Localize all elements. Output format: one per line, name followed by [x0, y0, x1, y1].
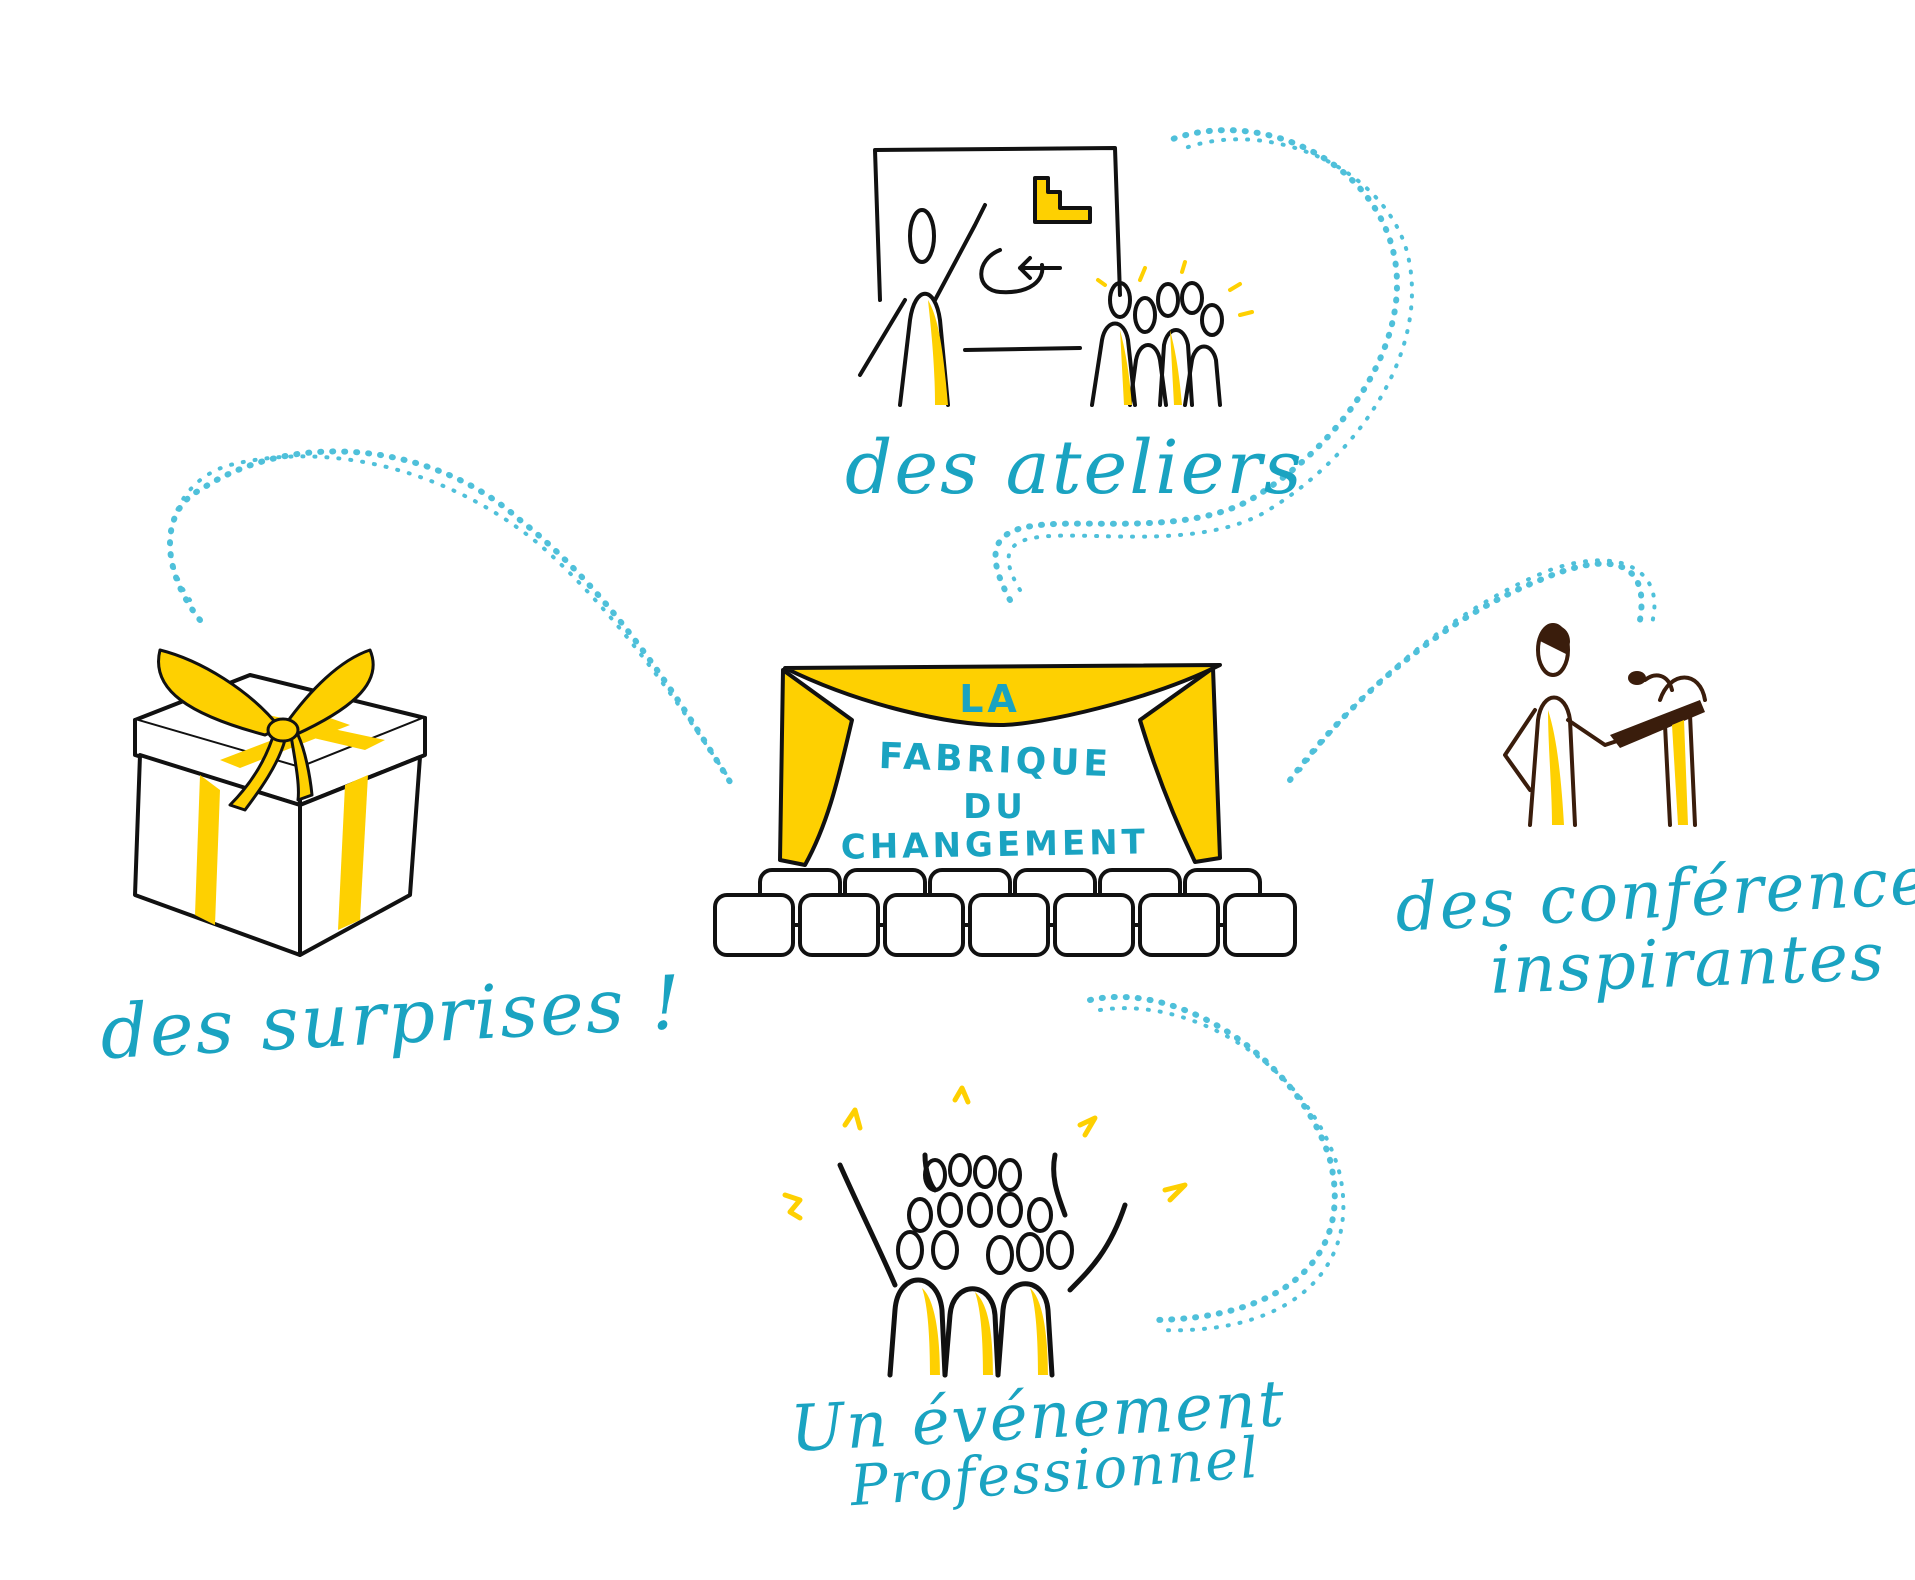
stage-title-fabrique: FABRIQUE [878, 736, 1113, 785]
connector-event-to-stage-b [1098, 1006, 1346, 1333]
connector-surprises-to-stage-b [168, 454, 732, 782]
workshop-board-icon [858, 146, 1254, 407]
connector-conferences-to-stage-b [1298, 558, 1657, 772]
stage-title-du: DU [963, 787, 1027, 827]
connector-ateliers-to-stage [992, 127, 1401, 603]
dotted-connectors [167, 127, 1657, 1333]
podium-speaker-icon [1503, 623, 1707, 827]
connector-ateliers-to-stage-b [1006, 137, 1414, 592]
stage-title-la: LA [959, 677, 1021, 721]
gift-box-icon [133, 648, 427, 957]
connector-conferences-to-stage [1287, 560, 1645, 783]
stage-title-changement: CHANGEMENT [840, 822, 1149, 867]
caption-ateliers: des ateliers [845, 425, 1304, 511]
cheering-crowd-icon [782, 1085, 1188, 1378]
connector-event-to-stage [1087, 993, 1338, 1323]
theater-stage-icon: LA FABRIQUE DU CHANGEMENT [713, 663, 1297, 957]
caption-conferences-line2: inspirantes [1488, 918, 1887, 1009]
